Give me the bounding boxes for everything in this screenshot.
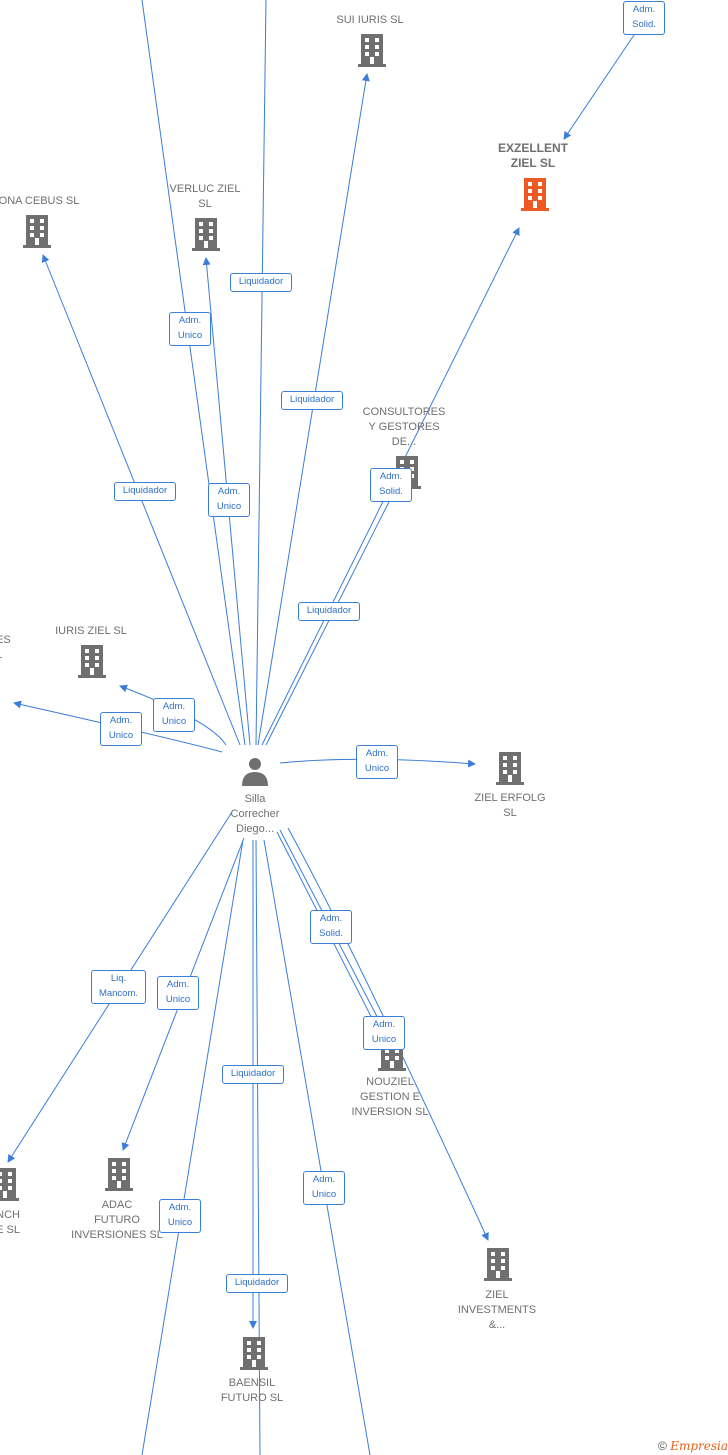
brand-logo: Empresia (670, 1439, 728, 1453)
node-label-person[interactable]: Silla Correcher Diego... (230, 793, 280, 835)
node-label-ziel-erfolg[interactable]: ZIEL ERFOLG SL (474, 792, 546, 819)
edge-label-adm-unico-1[interactable]: Adm. Unico (169, 312, 211, 346)
node-label-iuris-ziel[interactable]: IURIS ZIEL SL (55, 625, 127, 637)
edge-ziel-investments (287, 827, 489, 1241)
edge-label-adm-unico-iuris[interactable]: Adm. Unico (153, 698, 195, 732)
edge-offscreen-top-1 (141, 0, 246, 746)
node-label-es-left[interactable]: ES L (0, 634, 11, 661)
edge-label-adm-unico-nouziel[interactable]: Adm. Unico (363, 1016, 405, 1050)
edge-offscreen-bottom-3 (263, 839, 371, 1455)
copyright-icon: © (658, 1439, 667, 1453)
person-icon[interactable] (242, 758, 268, 786)
node-label-ona-cebus[interactable]: ONA CEBUS SL (0, 195, 80, 207)
edge-es-left (13, 700, 223, 753)
building-icon-iuris-ziel (78, 645, 106, 678)
node-label-adac[interactable]: ADAC FUTURO INVERSIONES SL (71, 1199, 163, 1241)
edge-label-adm-unico-adac[interactable]: Adm. Unico (157, 976, 199, 1010)
edge-label-adm-solid-top[interactable]: Adm. Solid. (623, 1, 665, 35)
building-icon-ona-cebus (23, 215, 51, 248)
node-label-consultores[interactable]: CONSULTORES Y GESTORES DE... (362, 406, 446, 448)
building-icon[interactable] (0, 34, 524, 1370)
edge-label-liq-mancom[interactable]: Liq. Mancom. (91, 970, 146, 1004)
edge-offscreen-top-2 (255, 0, 267, 746)
edge-label-adm-solid-consultores[interactable]: Adm. Solid. (370, 468, 412, 502)
node-label-verluc[interactable]: VERLUC ZIEL SL (169, 183, 241, 210)
node-label-baensil[interactable]: BAENSIL FUTURO SL (220, 1377, 284, 1404)
edge-label-adm-unico-erfolg[interactable]: Adm. Unico (356, 745, 398, 779)
edge-label-liquidador-6[interactable]: Liquidador (226, 1274, 288, 1293)
node-label-nouziel[interactable]: NOUZIEL GESTION E INVERSION SL (351, 1076, 429, 1118)
building-icon-verluc (192, 218, 220, 251)
node-label-sui-iuris[interactable]: SUI IURIS SL (336, 14, 404, 26)
edge-label-liquidador-2[interactable]: Liquidador (281, 391, 343, 410)
building-icon-exzellent[interactable] (521, 178, 549, 211)
node-label-ziel-investments[interactable]: ZIEL INVESTMENTS &... (457, 1289, 537, 1331)
edge-label-liquidador-3[interactable]: Liquidador (114, 482, 176, 501)
edge-label-liquidador-4[interactable]: Liquidador (298, 602, 360, 621)
edge-label-liquidador-1[interactable]: Liquidador (230, 273, 292, 292)
edge-label-adm-unico-2[interactable]: Adm. Unico (208, 483, 250, 517)
footer-brand: © Empresia (658, 1439, 728, 1453)
edge-label-adm-unico-low[interactable]: Adm. Unico (159, 1199, 201, 1233)
edge-label-liquidador-5[interactable]: Liquidador (222, 1065, 284, 1084)
node-label-nch[interactable]: NCH E SL (0, 1209, 20, 1236)
building-icon-ziel-erfolg (496, 752, 524, 785)
building-icon-sui-iuris (358, 34, 386, 67)
edge-label-adm-unico-right[interactable]: Adm. Unico (303, 1171, 345, 1205)
edge-offscreen-bottom-1 (141, 839, 244, 1455)
edge-exzellent-from-top (563, 31, 637, 140)
building-icon-baensil (240, 1337, 268, 1370)
building-icon-adac (105, 1158, 133, 1191)
node-label-exzellent[interactable]: EXZELLENT ZIEL SL (497, 141, 568, 170)
edge-label-adm-solid-nouziel[interactable]: Adm. Solid. (310, 910, 352, 944)
edge-label-adm-unico-es[interactable]: Adm. Unico (100, 712, 142, 746)
building-icon-nch (0, 1168, 19, 1201)
building-icon-ziel-investments (484, 1248, 512, 1281)
